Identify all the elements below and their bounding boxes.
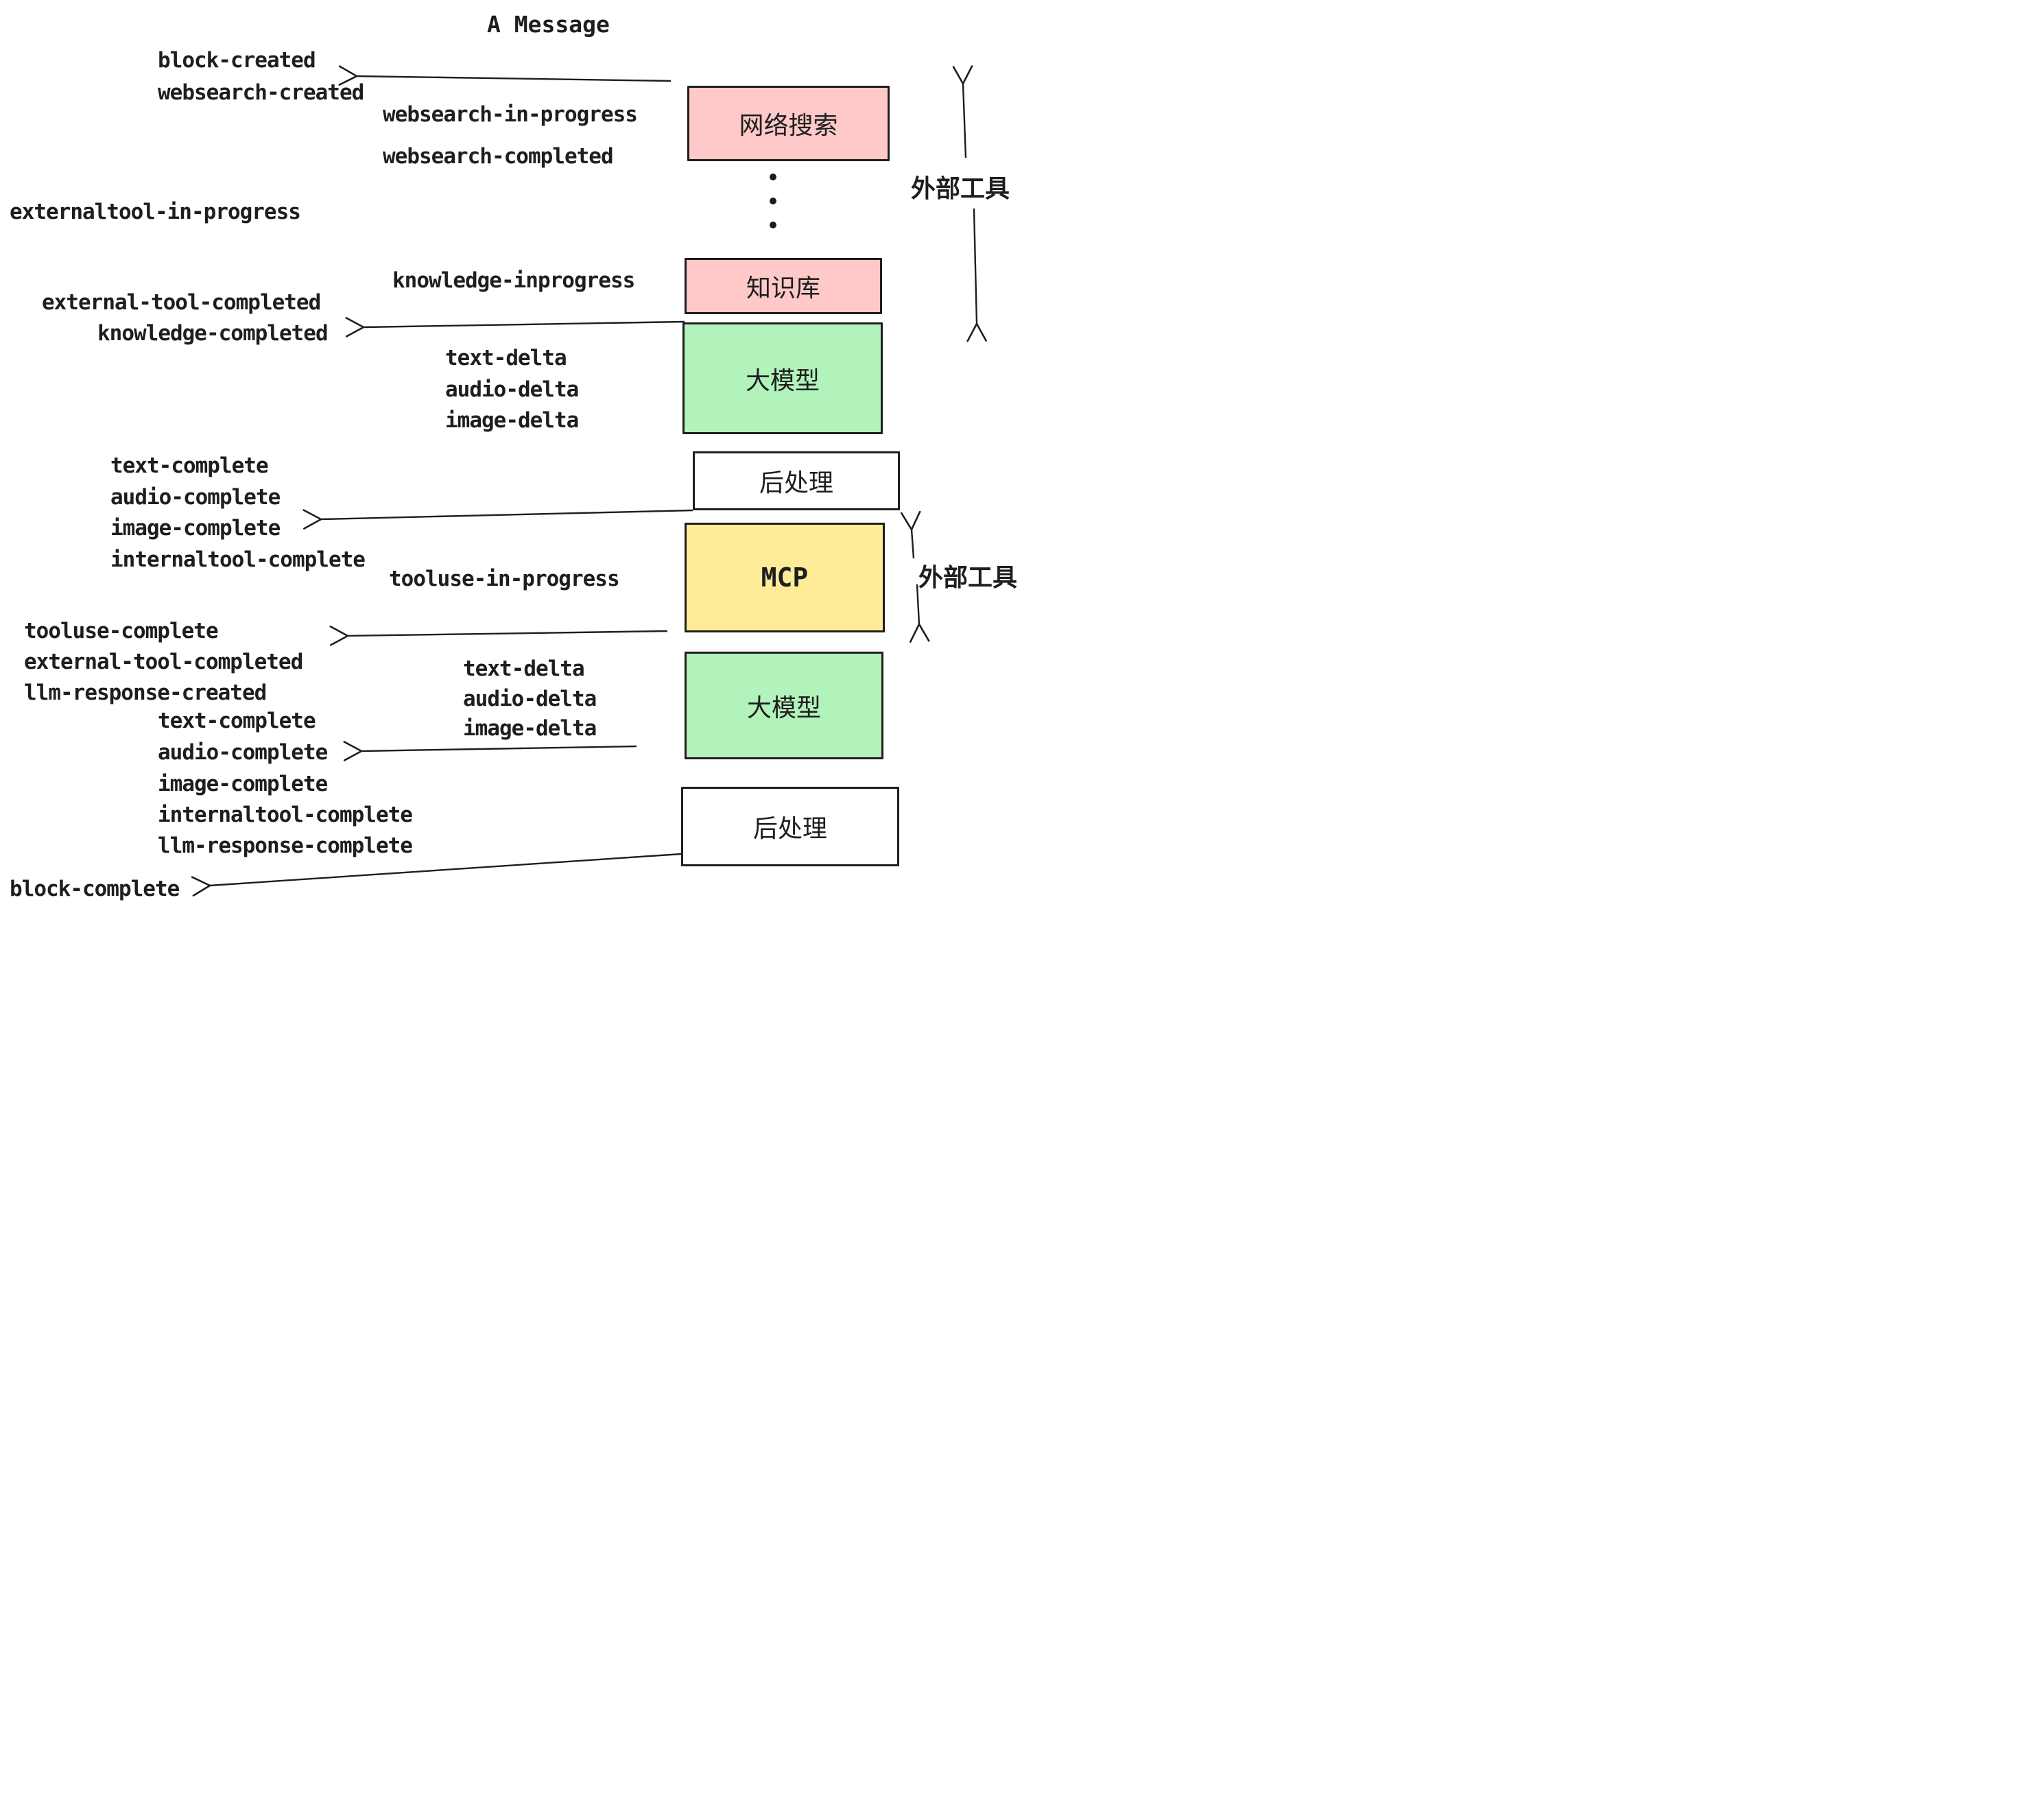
box-llm-1-label: 大模型: [745, 366, 820, 394]
event-knowledge-inprogress: knowledge-inprogress: [392, 268, 635, 293]
arrow-to-tooluse-complete: [329, 626, 668, 646]
event-text-delta-2: text-delta: [463, 656, 585, 681]
diagram-title: A Message: [487, 11, 610, 38]
external-tool-top-down-arrow: [966, 208, 987, 342]
box-post-1-label: 后处理: [759, 468, 833, 497]
event-internaltool-complete: internaltool-complete: [110, 547, 366, 572]
box-mcp: MCP: [685, 523, 885, 632]
box-websearch: 网络搜索: [687, 86, 890, 161]
ellipsis-dot-2: [770, 198, 776, 204]
event-text-delta: text-delta: [445, 346, 567, 370]
box-post-2-label: 后处理: [752, 814, 827, 842]
event-image-complete-2: image-complete: [158, 772, 328, 796]
event-websearch-in-progress: websearch-in-progress: [383, 102, 638, 127]
event-websearch-completed: websearch-completed: [383, 144, 614, 169]
event-tooluse-complete: tooluse-complete: [24, 619, 219, 643]
box-knowledge-label: 知识库: [746, 274, 820, 302]
event-llm-response-created: llm-response-created: [24, 680, 267, 705]
arrow-to-block-complete: [191, 853, 682, 897]
event-block-created: block-created: [158, 48, 316, 73]
box-llm-2: 大模型: [685, 652, 883, 759]
external-tool-annotation-mcp: 外部工具: [918, 563, 1018, 591]
event-external-tool-completed: external-tool-completed: [42, 290, 321, 315]
box-post-2: 后处理: [681, 787, 899, 866]
event-audio-delta-2: audio-delta: [463, 687, 597, 711]
event-block-complete: block-complete: [10, 877, 180, 901]
box-knowledge: 知识库: [685, 258, 882, 314]
ellipsis-dot-1: [770, 174, 776, 180]
event-audio-delta: audio-delta: [445, 377, 579, 402]
box-llm-2-label: 大模型: [746, 693, 821, 722]
event-websearch-created: websearch-created: [158, 80, 364, 105]
external-tool-annotation-top: 外部工具: [911, 174, 1010, 202]
event-image-complete: image-complete: [110, 516, 281, 541]
event-audio-complete-2: audio-complete: [158, 740, 328, 765]
arrow-to-audio-complete: [343, 741, 637, 761]
event-image-delta-2: image-delta: [463, 716, 597, 741]
arrow-to-block-created: [338, 65, 672, 86]
box-websearch-label: 网络搜索: [739, 111, 838, 139]
event-externaltool-in-progress: externaltool-in-progress: [10, 200, 301, 224]
event-image-delta: image-delta: [445, 408, 579, 433]
external-tool-top-up-arrow: [952, 65, 973, 158]
event-internaltool-complete-2: internaltool-complete: [158, 803, 413, 827]
external-tool-mcp-up-arrow: [900, 510, 921, 559]
arrow-to-knowledge-completed: [345, 317, 685, 337]
event-text-complete-2: text-complete: [158, 709, 316, 733]
event-tooluse-in-progress: tooluse-in-progress: [389, 567, 620, 591]
box-llm-1: 大模型: [682, 322, 883, 434]
event-external-tool-completed-2: external-tool-completed: [24, 650, 303, 674]
event-knowledge-completed: knowledge-completed: [97, 321, 329, 346]
event-audio-complete: audio-complete: [110, 485, 281, 510]
ellipsis-dot-3: [770, 222, 776, 228]
diagram-canvas: A Message 网络搜索 知识库 大模型 后处理 MCP 大模型 后处理: [0, 0, 1022, 902]
box-post-1: 后处理: [693, 451, 900, 510]
box-mcp-label: MCP: [761, 562, 809, 593]
event-llm-response-complete: llm-response-complete: [158, 833, 413, 858]
arrow-to-image-complete: [302, 509, 693, 530]
event-text-complete: text-complete: [110, 453, 269, 478]
